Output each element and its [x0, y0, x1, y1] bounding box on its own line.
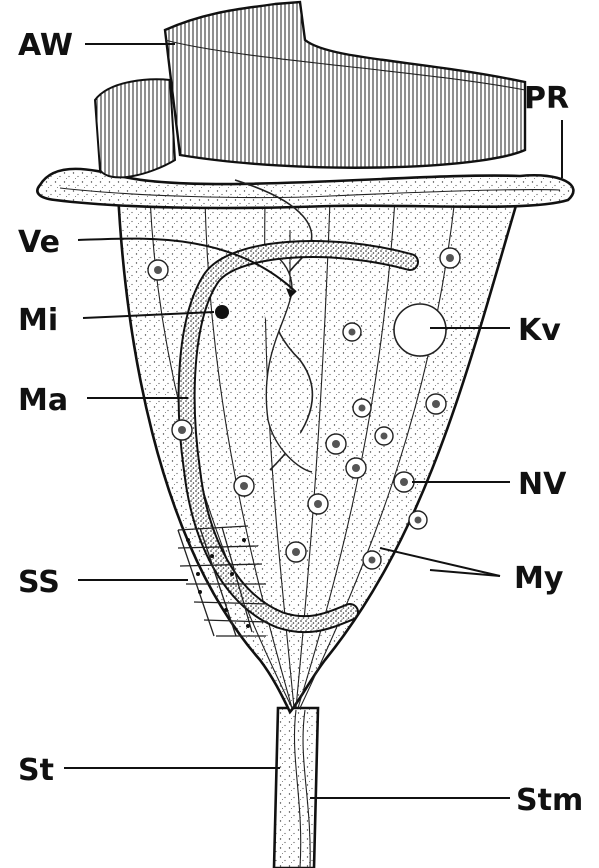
adoral-wreath	[95, 2, 525, 177]
label-ss: SS	[18, 565, 60, 600]
bell-body	[118, 192, 520, 712]
label-stm: Stm	[516, 783, 583, 818]
label-mi: Mi	[18, 303, 58, 338]
label-st: St	[18, 753, 54, 788]
micronucleus	[215, 305, 229, 319]
label-kv: Kv	[518, 313, 561, 348]
stalk	[274, 708, 318, 868]
label-pr: PR	[524, 81, 569, 116]
label-ma: Ma	[18, 383, 68, 418]
label-my: My	[514, 561, 564, 596]
label-ve: Ve	[18, 225, 60, 260]
label-nv: NV	[518, 467, 567, 502]
label-aw: AW	[18, 28, 73, 63]
contractile-vacuole	[394, 304, 446, 356]
